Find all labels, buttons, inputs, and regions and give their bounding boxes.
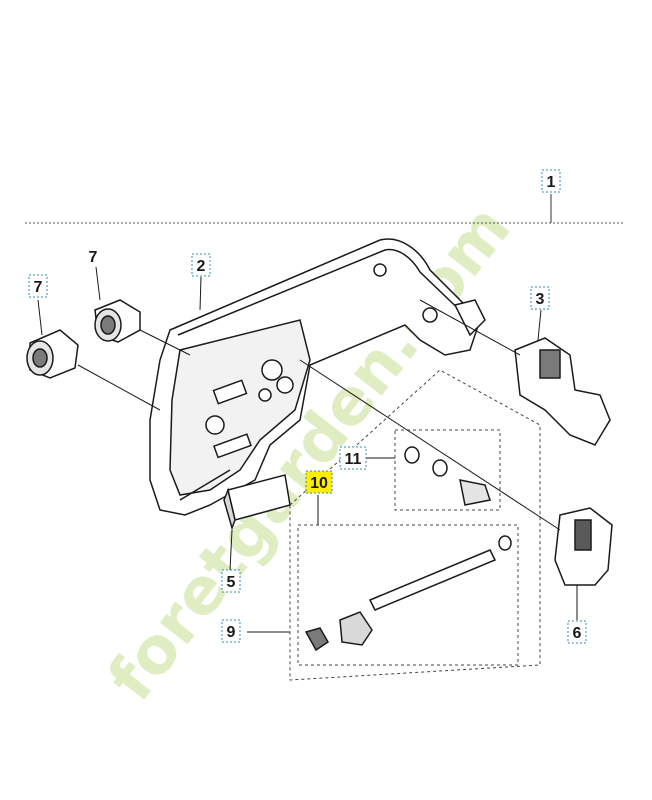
callout-7a[interactable]: 7 <box>89 249 98 266</box>
callout-2-label: 2 <box>197 258 206 275</box>
cap-part-7b <box>26 329 79 379</box>
callout-6[interactable]: 6 <box>567 620 587 644</box>
cap-part-7a <box>94 299 141 343</box>
callout-5-label: 5 <box>227 574 236 591</box>
plate-part-6 <box>554 507 613 586</box>
callout-3-label: 3 <box>536 291 545 308</box>
callout-9[interactable]: 9 <box>221 619 241 643</box>
callout-1[interactable]: 1 <box>541 169 561 193</box>
callout-7b[interactable]: 7 <box>28 274 48 298</box>
adjust-screw-9 <box>304 535 512 652</box>
callout-11[interactable]: 11 <box>339 446 367 470</box>
callout-6-label: 6 <box>573 625 582 642</box>
callout-7a-label: 7 <box>89 249 98 266</box>
fastener-set-11 <box>404 446 491 506</box>
callout-1-label: 1 <box>547 174 556 191</box>
group-outline-9 <box>289 369 541 681</box>
tensioner-part-3 <box>514 337 611 446</box>
callout-10-label: 10 <box>310 475 328 492</box>
callout-10[interactable]: 10 <box>305 470 333 494</box>
callout-11-label: 11 <box>345 451 362 468</box>
callout-5[interactable]: 5 <box>221 569 241 593</box>
callout-1-leader <box>25 194 625 224</box>
callout-2[interactable]: 2 <box>191 253 211 277</box>
callout-3[interactable]: 3 <box>530 286 550 310</box>
callout-7b-label: 7 <box>34 279 43 296</box>
callout-9-label: 9 <box>227 624 236 641</box>
chain-guard-housing <box>149 238 486 516</box>
leader-lines <box>37 266 578 633</box>
